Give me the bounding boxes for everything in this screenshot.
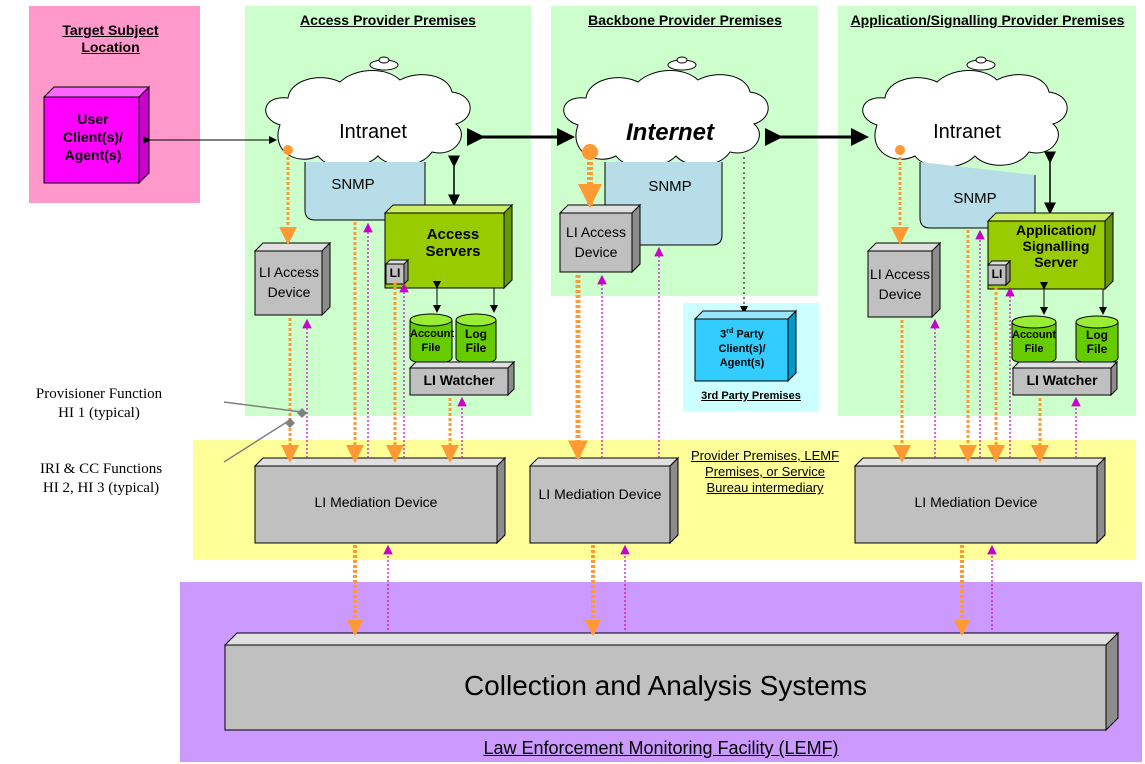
li-mediation-device-right-cube	[853, 456, 1107, 545]
lemf-label: Law Enforcement Monitoring Facility (LEM…	[483, 738, 839, 758]
app-server-label: Application/ Signalling Server	[1015, 222, 1097, 270]
li-access-device-right-label: LI Access Device	[870, 266, 930, 302]
cloud-intranet-left	[265, 56, 471, 168]
li-mediation-device-left-cube	[253, 456, 507, 545]
access-servers-cube	[383, 203, 514, 290]
third-party-premises-label: 3rd Party Premises	[683, 390, 819, 402]
third-party-client-sup: rd	[726, 328, 734, 335]
provisioner-leader	[223, 401, 303, 413]
iri-marker	[285, 418, 295, 428]
zone-title-backbone: Backbone Provider Premises	[588, 12, 782, 28]
li-mediation-device-middle-cube	[528, 456, 680, 545]
iri-leader	[223, 419, 291, 463]
li-access-device-left-label: LI Access Device	[259, 264, 319, 300]
li-access-device-middle-label: LI Access Device	[566, 224, 626, 260]
snmp-right-label: SNMP	[953, 190, 997, 207]
third-party-client-word: Party	[736, 328, 764, 341]
provisioner-line-1: Provisioner Function	[35, 386, 163, 402]
cloud-internet	[563, 56, 769, 168]
account-file-left-cylinder	[409, 313, 453, 365]
third-party-premises-text: 3rd Party Premises	[701, 390, 801, 402]
li-tag-app-cube	[986, 259, 1012, 287]
li-tag-app-label: LI	[991, 267, 1003, 281]
li-watcher-left-cube	[408, 360, 516, 397]
li-mediation-middle-label: LI Mediation Device	[538, 486, 662, 502]
zone-title-application: Application/Signalling Provider Premises	[850, 12, 1125, 28]
purple-handover-links	[302, 222, 1081, 630]
iri-annotation: IRI & CC Functions HI 2, HI 3 (typical)	[8, 460, 194, 498]
li-access-device-right-cube	[866, 241, 942, 319]
provisioner-line-2: HI 1 (typical)	[58, 405, 140, 421]
third-party-client-prefix: 3	[720, 328, 727, 341]
mediation-zone-label: Provider Premises, LEMF Premises, or Ser…	[690, 448, 840, 495]
li-mediation-right-label: LI Mediation Device	[914, 494, 1038, 510]
collection-systems-cube	[223, 631, 1120, 732]
access-servers-label: Access Servers	[425, 226, 481, 260]
intranet-left-label: Intranet	[339, 121, 407, 143]
zone-title-access: Access Provider Premises	[300, 12, 476, 28]
li-access-device-left-cube	[253, 241, 332, 317]
third-party-client-cube	[693, 309, 798, 383]
iri-line-2: HI 2, HI 3 (typical)	[42, 480, 160, 496]
user-client-cube	[42, 85, 151, 185]
li-access-device-middle-cube	[558, 203, 642, 274]
zone-title-target: Target Subject Location	[62, 22, 159, 55]
li-watcher-left-label: LI Watcher	[423, 372, 495, 388]
li-watcher-right-cube	[1011, 360, 1119, 397]
log-file-left-label: Log File	[465, 327, 487, 355]
snmp-left-label: SNMP	[331, 176, 375, 193]
li-watcher-right-label: LI Watcher	[1026, 372, 1098, 388]
account-file-right-cylinder	[1011, 315, 1057, 365]
account-file-right-label: Account File	[1012, 329, 1056, 355]
provisioner-marker	[297, 408, 307, 418]
snmp-middle-label: SNMP	[648, 178, 692, 195]
user-client-label: User Client(s)/ Agent(s)	[63, 111, 123, 163]
log-file-right-label: Log File	[1086, 328, 1108, 356]
account-file-left-label: Account File	[410, 328, 454, 354]
provisioner-annotation: Provisioner Function HI 1 (typical)	[4, 385, 194, 423]
li-mediation-left-label: LI Mediation Device	[314, 494, 438, 510]
li-tag-access-label: LI	[389, 266, 401, 280]
third-party-client-label: 3rd Party Client(s)/ Agent(s)	[697, 325, 787, 370]
iri-line-1: IRI & CC Functions	[39, 461, 163, 477]
collection-systems-label: Collection and Analysis Systems	[463, 670, 868, 701]
intranet-right-label: Intranet	[933, 121, 1001, 143]
internet-label: Internet	[625, 119, 714, 146]
third-party-client-text: Client(s)/ Agent(s)	[718, 342, 766, 369]
orange-handover-links	[279, 144, 1049, 636]
